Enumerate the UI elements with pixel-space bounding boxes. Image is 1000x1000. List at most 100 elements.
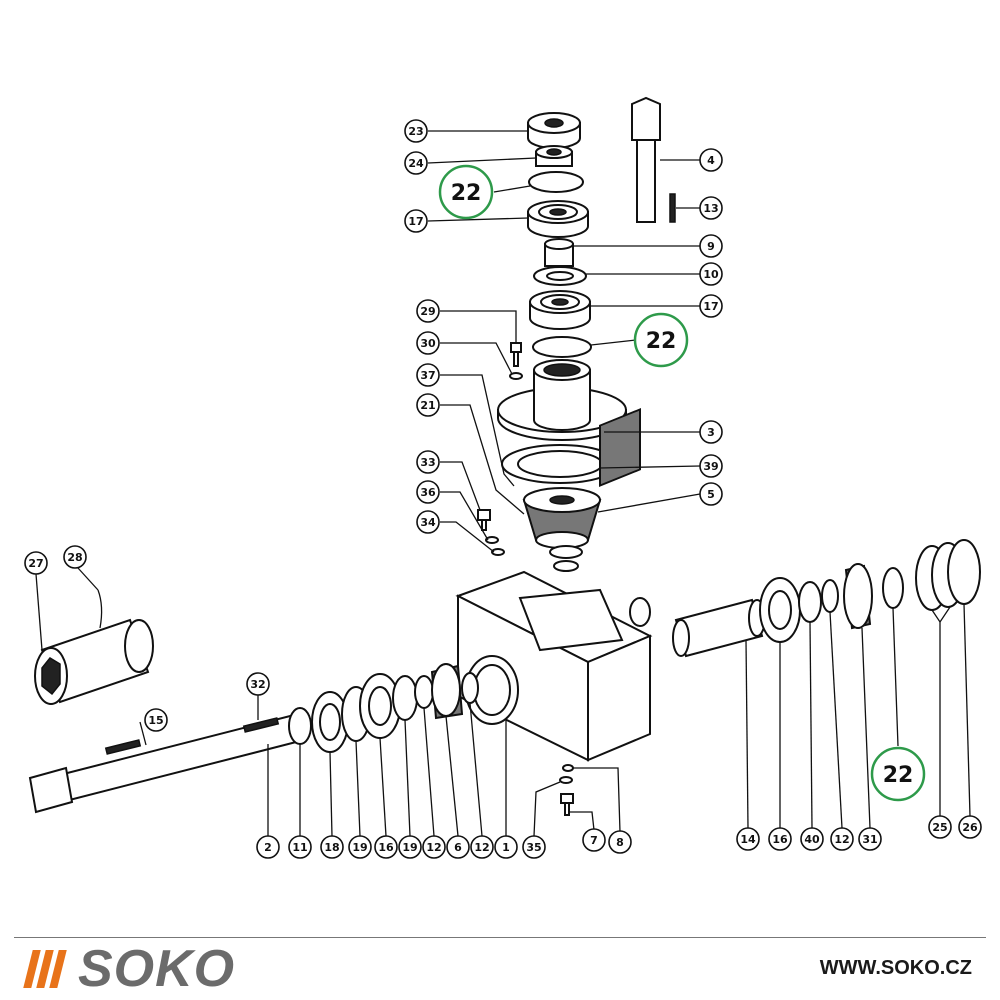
svg-text:29: 29 [420,305,435,318]
callout-11: 11 [288,835,312,859]
highlight-22-right: 22 [870,746,926,802]
part-28-split-pin [97,589,103,629]
part-5-bevel-gear [522,487,602,549]
svg-text:30: 30 [420,337,436,350]
callout-28: 28 [63,545,87,569]
leader-lines [35,130,971,837]
callout-27: 27 [24,551,48,575]
svg-text:17: 17 [703,300,718,313]
part-27-coupling [34,618,154,705]
svg-text:10: 10 [703,268,719,281]
callout-12-b: 12 [470,835,494,859]
part-23-cap [527,112,581,149]
svg-text:7: 7 [590,834,598,847]
website-link[interactable]: WWW.SOKO.CZ [819,957,972,979]
logo-text: SOKO [78,940,236,998]
callout-31: 31 [858,827,882,851]
callout-33: 33 [416,450,440,474]
part-11-spacer [288,707,312,745]
exploded-gearbox-diagram: 23 24 17 4 13 9 10 17 29 30 37 21 3 39 3… [24,96,982,859]
callout-24: 24 [404,151,428,175]
callout-10: 10 [699,262,723,286]
part-7-screw [560,793,574,816]
part-36-washer [485,536,499,544]
svg-text:40: 40 [804,833,820,846]
part-9-sleeve [544,238,574,267]
svg-text:39: 39 [703,460,718,473]
svg-text:16: 16 [772,833,788,846]
svg-text:31: 31 [862,833,877,846]
part-16-bearing [359,673,401,739]
highlight-22-top: 22 [438,164,494,220]
svg-text:35: 35 [526,841,541,854]
part-1-gearbox-housing [455,408,653,762]
footer-divider [14,937,986,938]
callout-40: 40 [800,827,824,851]
callout-39: 39 [699,454,723,478]
callout-36: 36 [416,480,440,504]
svg-text:6: 6 [454,841,462,854]
housing-side-flange [629,597,651,627]
part-26-seal [947,539,981,605]
callout-26: 26 [958,815,982,839]
callout-8: 8 [608,830,632,854]
svg-text:19: 19 [402,841,417,854]
part-13-pin [669,193,676,223]
part-22-ring-right [882,567,904,609]
part-10-washer [533,266,587,286]
svg-text:27: 27 [28,557,43,570]
part-35-washer [559,776,573,784]
part-24-nut [535,145,573,167]
svg-text:11: 11 [292,841,307,854]
svg-text:9: 9 [707,240,715,253]
svg-text:34: 34 [420,516,436,529]
callout-3: 3 [699,420,723,444]
svg-text:36: 36 [420,486,436,499]
part-2-shaft [28,712,306,814]
callout-21: 21 [416,393,440,417]
svg-text:26: 26 [962,821,978,834]
callout-23: 23 [404,119,428,143]
part-15-key [104,739,142,755]
callout-16: 16 [374,835,398,859]
svg-text:18: 18 [324,841,339,854]
part-22-ring-top [528,171,584,193]
svg-text:33: 33 [420,456,435,469]
part-31-bevel-gear [843,563,873,630]
svg-text:13: 13 [703,202,718,215]
part-40-spacer [798,581,822,623]
part-3-bearing-housing [497,359,627,441]
part-17-bearing-upper [527,200,589,238]
callout-7: 7 [582,828,606,852]
part-12-shim-right [821,579,839,613]
svg-text:12: 12 [426,841,441,854]
part-33-screw [477,509,491,531]
part-37-ring [553,560,579,572]
callout-30: 30 [416,331,440,355]
part-8-washer [562,764,574,772]
svg-text:32: 32 [250,678,265,691]
svg-text:25: 25 [932,821,947,834]
callout-4: 4 [699,148,723,172]
callout-25: 25 [928,815,952,839]
callout-19-a: 19 [348,835,372,859]
svg-text:22: 22 [451,181,482,206]
vertical-shaft-assembly [497,112,627,572]
callout-15: 15 [144,708,168,732]
callout-6: 6 [446,835,470,859]
part-30-washer [509,372,523,380]
svg-text:8: 8 [616,836,624,849]
callout-16-right: 16 [768,827,792,851]
part-12-shim-b [461,672,479,704]
soko-logo: SOKO [23,940,236,998]
svg-text:5: 5 [707,488,715,501]
svg-text:28: 28 [67,551,82,564]
part-21-ring [549,545,583,559]
svg-text:1: 1 [502,841,510,854]
part-32-key [242,717,280,733]
callout-18: 18 [320,835,344,859]
callout-29: 29 [416,299,440,323]
svg-text:24: 24 [408,157,424,170]
svg-text:17: 17 [408,215,423,228]
svg-text:16: 16 [378,841,394,854]
